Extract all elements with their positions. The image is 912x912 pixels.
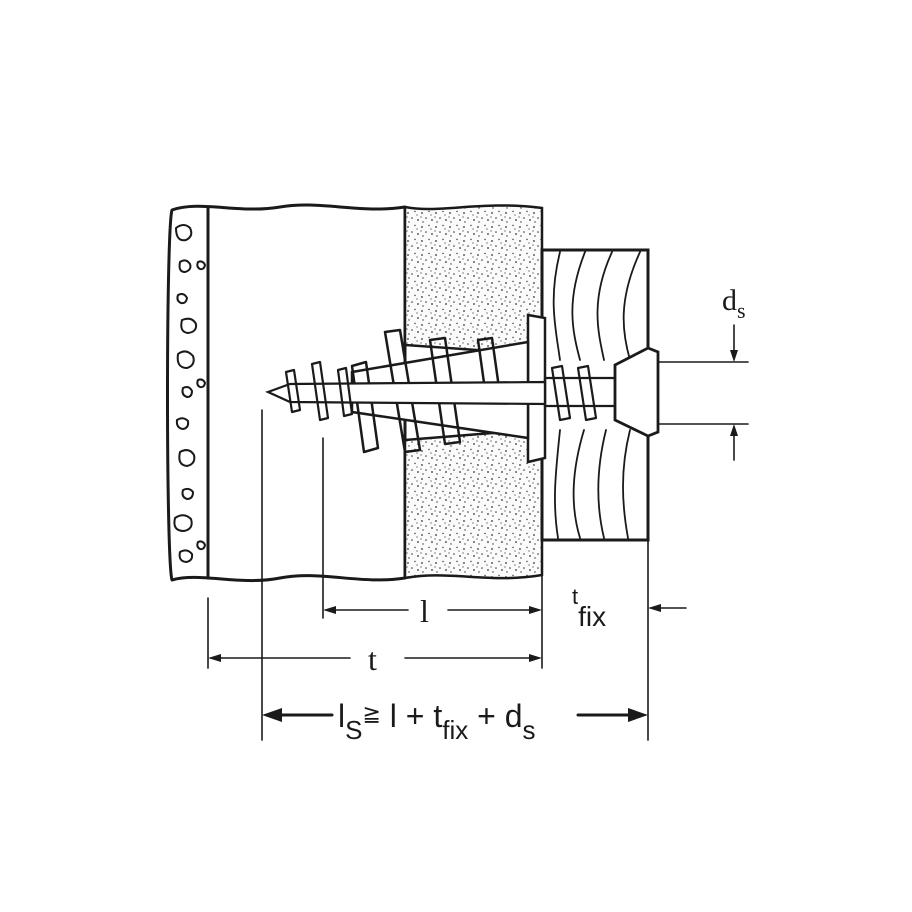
tfix-label: tfix	[572, 584, 606, 632]
ls-dimension	[262, 708, 648, 722]
screw-plug	[265, 313, 660, 464]
plasterboard	[403, 204, 544, 580]
t-label: t	[368, 641, 377, 677]
arrowheads	[208, 350, 738, 662]
ds-label: ds	[722, 284, 746, 323]
dimension-lines	[207, 324, 749, 741]
ls-formula: lS≧ l + tfix + ds	[338, 698, 536, 745]
base-wall	[166, 203, 407, 583]
l-label: l	[420, 593, 429, 629]
concrete-aggregate	[173, 224, 206, 563]
